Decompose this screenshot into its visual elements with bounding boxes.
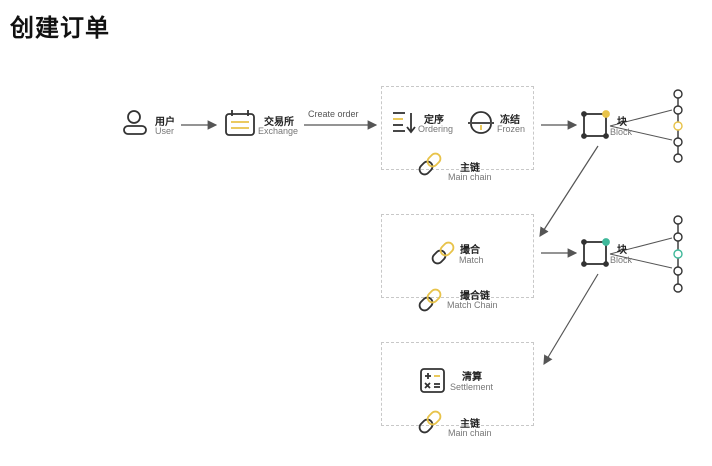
user-label-en: User xyxy=(155,126,175,136)
blockchain-chain-1 xyxy=(673,89,683,163)
settlement-label-en: Settlement xyxy=(450,382,494,392)
main-chain-2-label-cn: 主链 xyxy=(460,419,480,430)
match-link-icon xyxy=(431,241,455,265)
edge-block1-match xyxy=(539,145,599,238)
ordering-label-cn: 定序 xyxy=(424,115,444,126)
exchange-label-en: Exchange xyxy=(258,126,299,136)
main-chain-2-label-en: Main chain xyxy=(448,428,492,438)
edge-block2-settlement xyxy=(543,273,599,366)
match-label-en: Match xyxy=(459,255,484,265)
group-match-box xyxy=(381,214,534,298)
user-icon xyxy=(123,110,147,135)
frozen-label-cn: 冻结 xyxy=(500,115,520,126)
page-title: 创建订单 xyxy=(10,14,110,42)
main-chain-1-label-en: Main chain xyxy=(448,172,492,182)
match-chain-link-icon xyxy=(418,288,442,312)
block-2-label-cn: 块 xyxy=(617,245,627,256)
link-icon-2 xyxy=(418,410,442,434)
ordering-label-en: Ordering xyxy=(418,124,454,134)
block-2-label-en: Block xyxy=(610,255,633,265)
block-1-label-cn: 块 xyxy=(617,117,627,128)
group-ordering-box xyxy=(381,86,534,170)
group-settlement-box xyxy=(381,342,534,426)
block-square-icon xyxy=(581,110,610,139)
calculator-icon xyxy=(420,368,445,393)
match-chain-label-en: Match Chain xyxy=(447,300,498,310)
match-label-cn: 撮合 xyxy=(460,245,480,256)
sort-list-icon xyxy=(393,112,416,134)
lock-icon xyxy=(468,111,494,134)
frozen-label-en: Frozen xyxy=(497,124,526,134)
match-chain-label-cn: 撮合链 xyxy=(460,291,490,302)
settlement-label-cn: 清算 xyxy=(462,372,482,383)
exchange-card-icon xyxy=(225,110,255,136)
exchange-label-cn: 交易所 xyxy=(264,117,294,128)
link-icon xyxy=(418,152,442,176)
user-label-cn: 用户 xyxy=(155,117,175,128)
block-1-label-en: Block xyxy=(610,127,633,137)
block-square-icon-2 xyxy=(581,238,610,267)
main-chain-1-label-cn: 主链 xyxy=(460,163,480,174)
create-order-label: Create order xyxy=(308,109,359,119)
blockchain-chain-2 xyxy=(673,215,683,293)
